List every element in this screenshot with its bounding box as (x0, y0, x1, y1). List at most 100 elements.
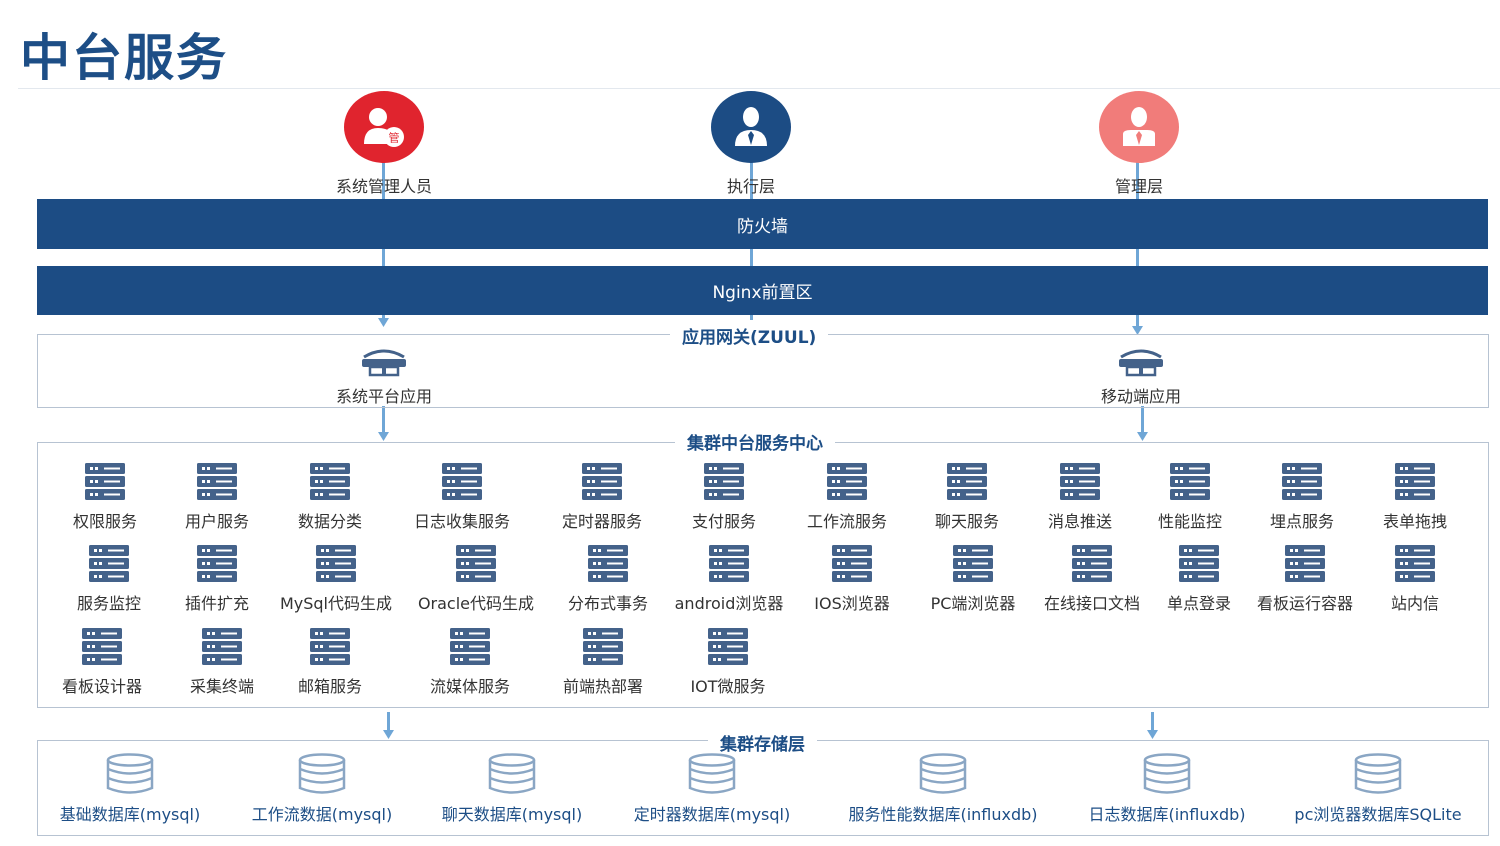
server-icon (777, 545, 927, 589)
service-label: 性能监控 (1157, 512, 1222, 531)
service-item: 流媒体服务 (395, 628, 545, 697)
service-item: 采集终端 (147, 628, 297, 697)
service-label: 单点登录 (1166, 594, 1231, 613)
router-icon (362, 349, 406, 377)
admin-user-icon: 管 (344, 91, 424, 163)
service-item: 消息推送 (1005, 463, 1155, 532)
server-icon (1340, 545, 1490, 589)
server-icon (1340, 463, 1490, 507)
arrow-down-icon (1137, 432, 1148, 441)
service-label: 分布式事务 (567, 594, 648, 613)
server-icon (255, 463, 405, 507)
service-item: 表单拖拽 (1340, 463, 1490, 532)
service-label: 工作流服务 (806, 512, 887, 531)
service-item: 服务监控 (34, 545, 184, 614)
service-item: PC端浏览器 (898, 545, 1048, 614)
service-label: 流媒体服务 (429, 677, 510, 696)
service-label: IOS浏览器 (814, 594, 890, 613)
service-item: 权限服务 (30, 463, 180, 532)
service-item: android浏览器 (654, 545, 804, 614)
app-label: 移动端应用 (1100, 387, 1181, 406)
mobile-app: 移动端应用 (1031, 347, 1251, 407)
server-icon (1017, 545, 1167, 589)
server-icon (1115, 463, 1265, 507)
storage-label: 聊天数据库(mysql) (441, 805, 583, 824)
storage-title: 集群存储层 (708, 730, 817, 755)
service-label: 权限服务 (72, 512, 137, 531)
connector-line (1141, 406, 1144, 436)
service-label: 数据分类 (297, 512, 362, 531)
server-icon (892, 463, 1042, 507)
server-icon (27, 628, 177, 672)
arrow-down-icon (378, 432, 389, 441)
service-item: 数据分类 (255, 463, 405, 532)
service-item: 支付服务 (649, 463, 799, 532)
role-label: 执行层 (726, 177, 775, 196)
service-label: IOT微服务 (690, 677, 766, 696)
service-label: 支付服务 (691, 512, 756, 531)
service-item: 分布式事务 (533, 545, 683, 614)
storage-item: 聊天数据库(mysql) (392, 753, 632, 825)
server-icon (142, 463, 292, 507)
server-icon (1124, 545, 1274, 589)
database-icon (10, 753, 250, 799)
executive-user-icon (711, 91, 791, 163)
server-icon (261, 545, 411, 589)
service-label: PC端浏览器 (930, 594, 1016, 613)
service-item: IOS浏览器 (777, 545, 927, 614)
database-icon (823, 753, 1063, 799)
title-divider (18, 88, 1500, 89)
service-label: 插件扩充 (184, 594, 249, 613)
storage-item: 定时器数据库(mysql) (592, 753, 832, 825)
service-label: Oracle代码生成 (417, 594, 535, 613)
storage-label: pc浏览器数据库SQLite (1294, 805, 1462, 824)
service-label: 看板设计器 (61, 677, 142, 696)
server-icon (147, 628, 297, 672)
database-icon (592, 753, 832, 799)
server-icon (654, 545, 804, 589)
service-label: 服务监控 (76, 594, 141, 613)
storage-label: 基础数据库(mysql) (59, 805, 201, 824)
service-center-title: 集群中台服务中心 (675, 429, 835, 454)
service-label: 表单拖拽 (1382, 512, 1447, 531)
nginx-bar: Nginx前置区 (37, 266, 1488, 315)
service-label: 前端热部署 (562, 677, 643, 696)
role-label: 系统管理人员 (335, 177, 432, 196)
arrow-down-icon (378, 318, 389, 327)
database-icon (392, 753, 632, 799)
service-item: 性能监控 (1115, 463, 1265, 532)
service-label: MySql代码生成 (279, 594, 393, 613)
admin-badge: 管 (389, 131, 400, 145)
service-label: 用户服务 (184, 512, 249, 531)
service-item: 聊天服务 (892, 463, 1042, 532)
server-icon (653, 628, 803, 672)
page-title: 中台服务 (20, 29, 228, 87)
arrow-down-icon (1147, 730, 1158, 739)
gateway-title: 应用网关(ZUUL) (670, 323, 829, 348)
server-icon (533, 545, 683, 589)
server-icon (898, 545, 1048, 589)
app-label: 系统平台应用 (335, 387, 432, 406)
service-item: Oracle代码生成 (401, 545, 551, 614)
service-label: android浏览器 (674, 594, 784, 613)
service-item: IOT微服务 (653, 628, 803, 697)
service-label: 定时器服务 (561, 512, 642, 531)
server-icon (527, 463, 677, 507)
server-icon (1005, 463, 1155, 507)
service-item: 看板运行容器 (1230, 545, 1380, 614)
server-icon (772, 463, 922, 507)
server-icon (142, 545, 292, 589)
role-manager: 管理层 (1039, 91, 1239, 197)
arrow-down-icon (383, 730, 394, 739)
server-icon (255, 628, 405, 672)
router-icon (1119, 349, 1163, 377)
server-icon (395, 628, 545, 672)
service-label: 邮箱服务 (297, 677, 362, 696)
server-icon (1230, 545, 1380, 589)
database-icon (1258, 753, 1498, 799)
service-label: 采集终端 (189, 677, 254, 696)
service-label: 站内信 (1390, 594, 1439, 613)
connector-line (382, 406, 385, 436)
service-item: 埋点服务 (1227, 463, 1377, 532)
storage-item: 服务性能数据库(influxdb) (823, 753, 1063, 825)
